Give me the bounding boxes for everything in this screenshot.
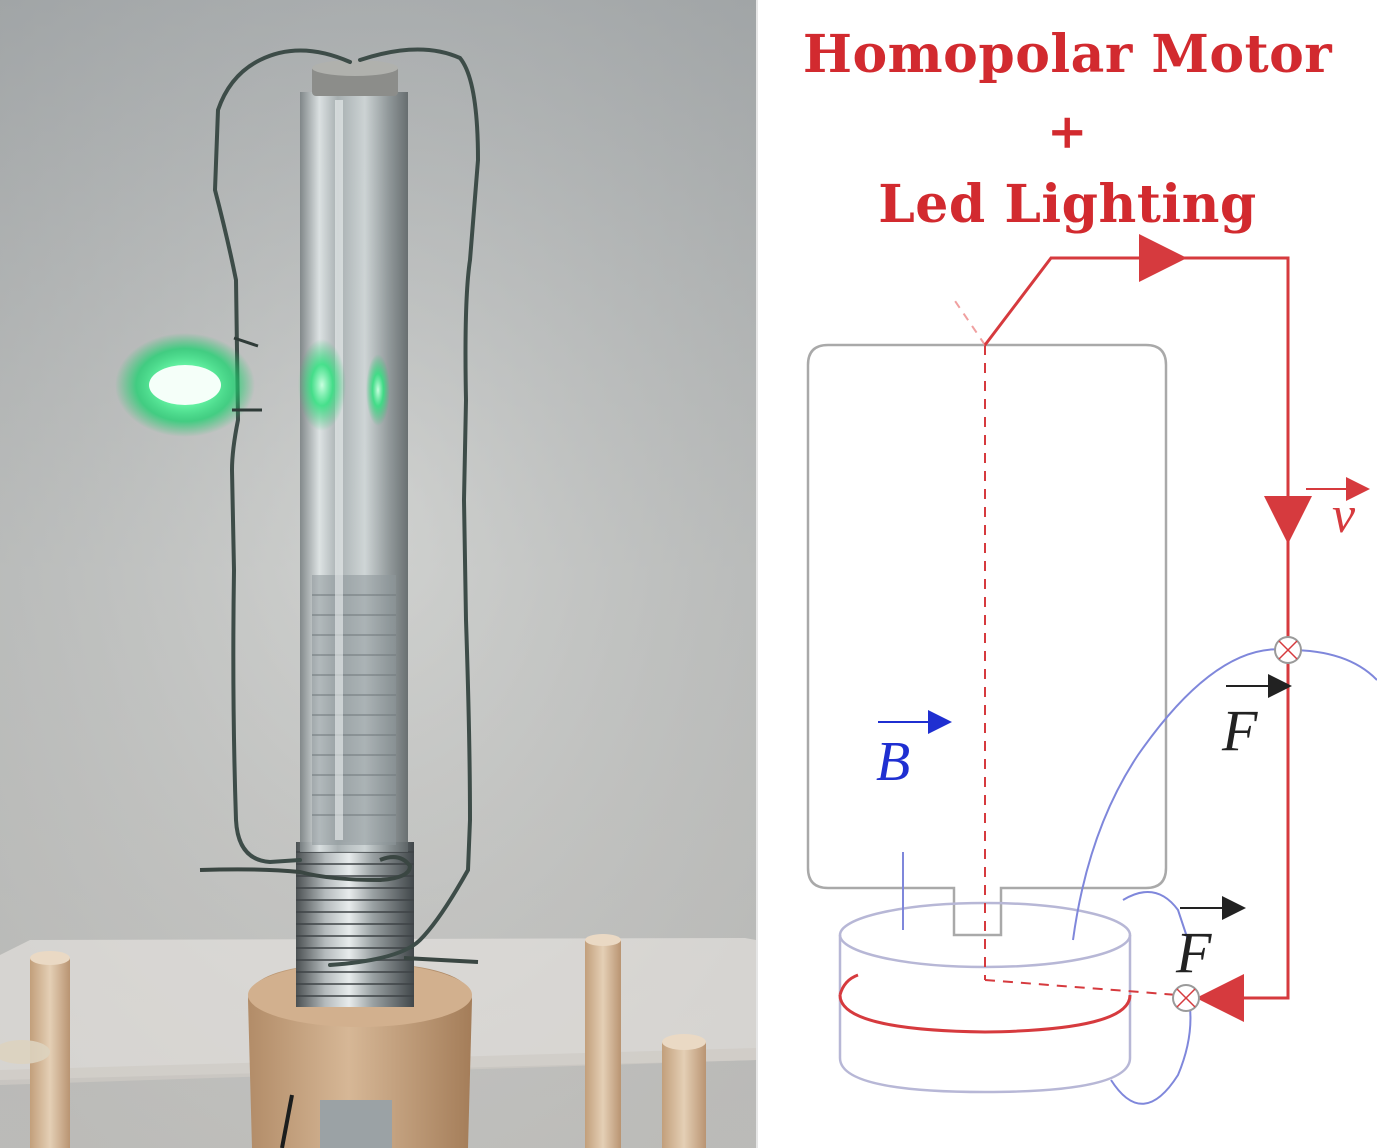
b-label: B	[876, 731, 910, 793]
field-into-page-marker-lower	[1172, 984, 1200, 1012]
f-label-upper: F	[1221, 698, 1258, 763]
panel-divider	[756, 0, 758, 1148]
field-line-upper	[1072, 648, 1377, 941]
v-label: v	[1332, 487, 1356, 544]
magnet-current-ring	[838, 994, 1132, 1034]
battery-outline	[806, 343, 1168, 937]
diagram-title-line-2: +	[1047, 104, 1088, 160]
diagram-title-line-1: Homopolar Motor	[802, 24, 1333, 85]
diagram-title-line-3: Led Lighting	[878, 174, 1257, 235]
field-into-page-marker-upper	[1274, 636, 1302, 664]
field-line-upper-arrow	[1134, 728, 1147, 758]
homopolar-diagram: v F F B	[806, 234, 1377, 1105]
device-photo	[0, 0, 756, 1148]
current-loop	[983, 256, 1290, 1000]
magnet-disc-side	[838, 935, 1132, 1094]
diagram-panel: Homopolar Motor + Led Lighting	[758, 0, 1377, 1148]
field-line-lower	[1122, 891, 1189, 941]
f-label-lower: F	[1175, 920, 1212, 985]
